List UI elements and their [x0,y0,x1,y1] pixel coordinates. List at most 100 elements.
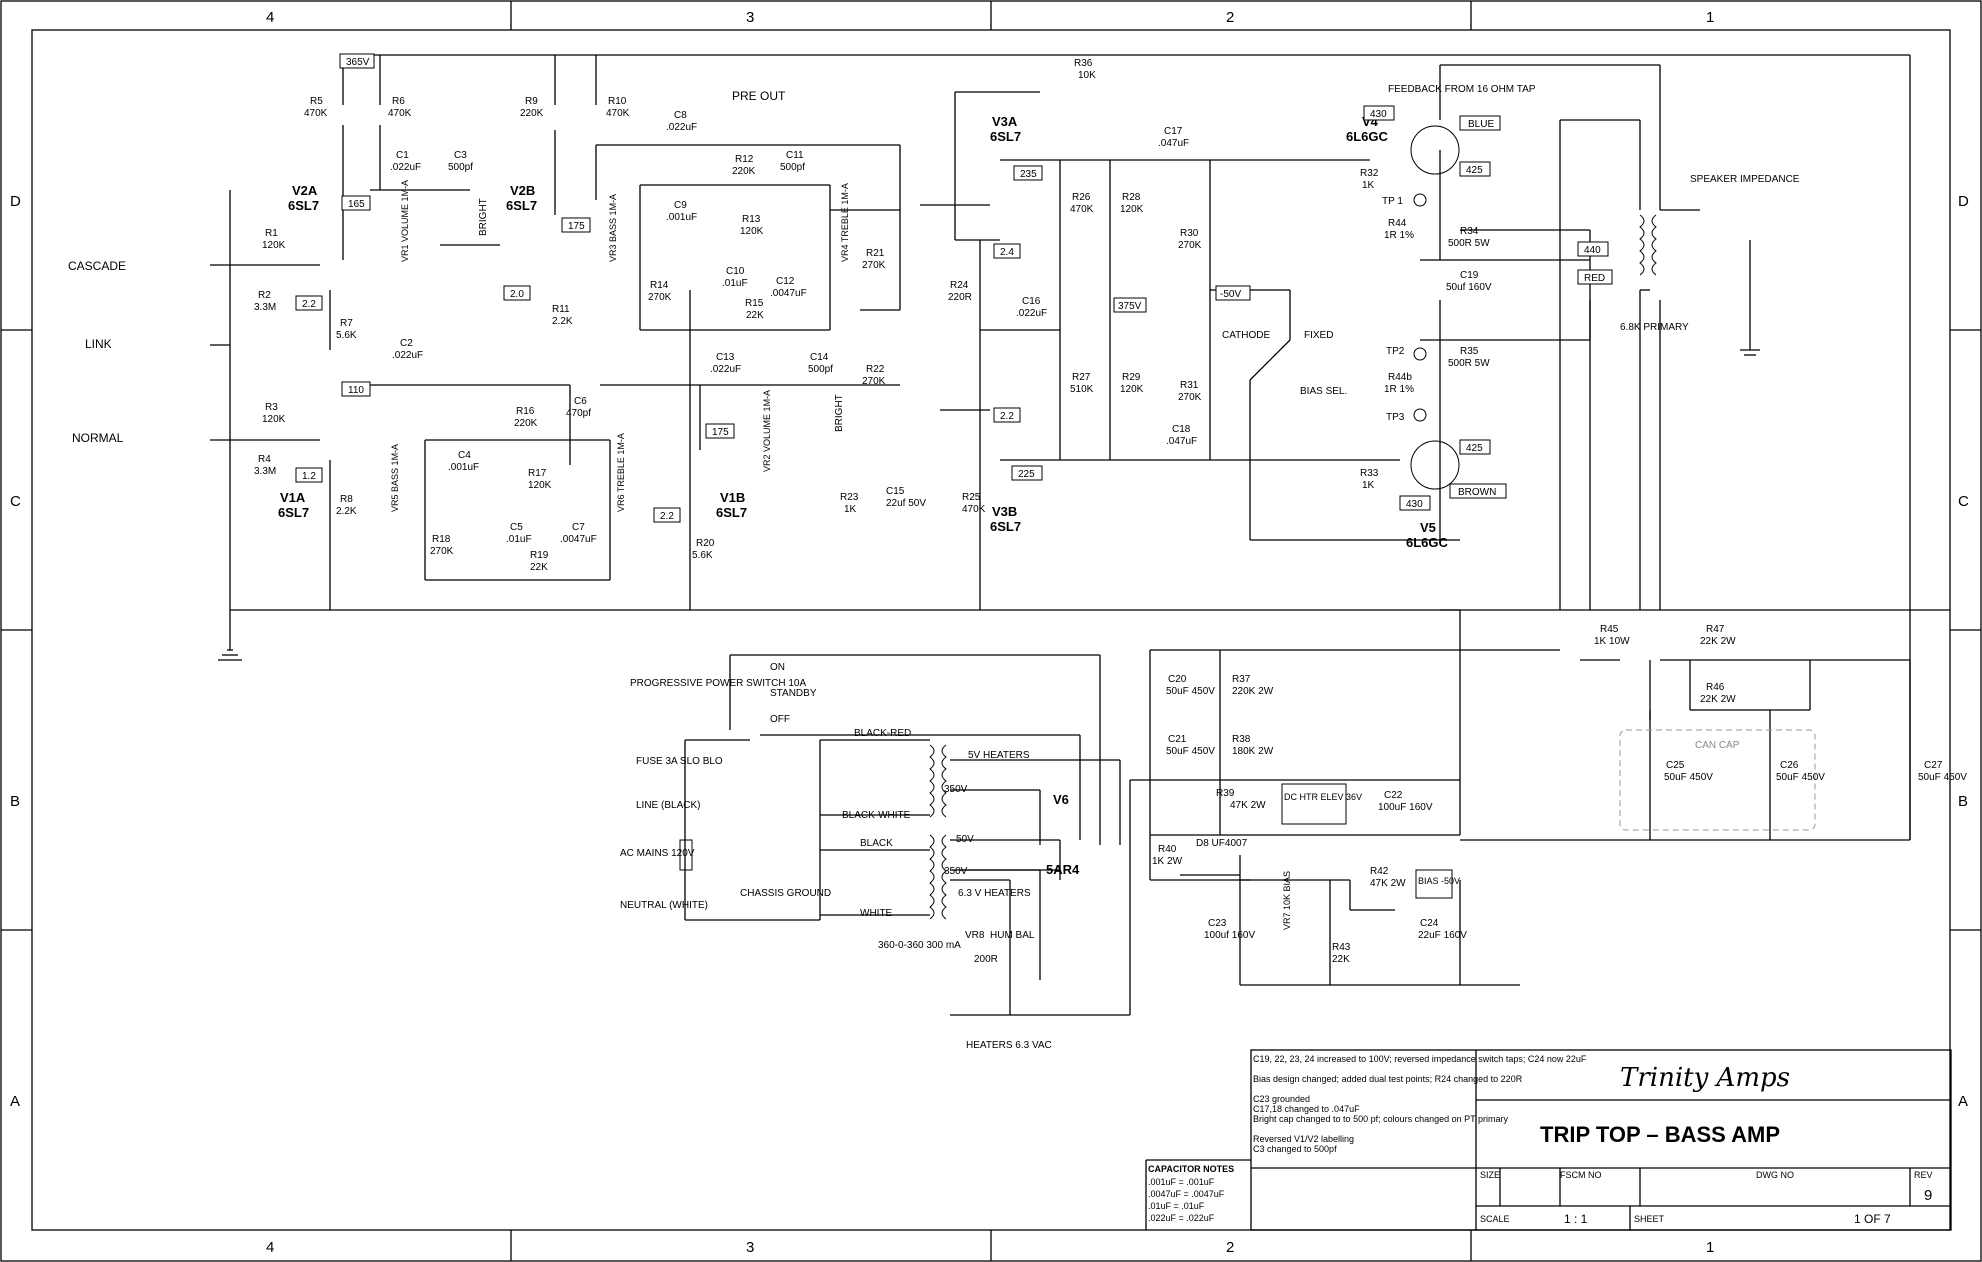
tube-v6-id: V6 [1053,792,1069,807]
revision-note: C3 changed to 500pf [1253,1144,1337,1154]
voltage-box [1013,165,1043,181]
can-cap-box [1619,729,1816,831]
res-value: 220K [732,166,756,177]
voltage-value: 365V [346,57,370,68]
pt-primary-upper [929,744,935,818]
tube-v3b-id: V3B [992,504,1017,519]
voltage-value: 2.2 [302,299,316,310]
res-ref: R9 [525,96,538,107]
input-link-label: LINK [85,337,112,351]
tp1-label: TP 1 [1382,196,1403,207]
res-value: 22K [530,562,548,573]
row-label-left-c: C [10,493,21,510]
res-ref: R27 [1072,372,1091,383]
voltage-value: 2.4 [1000,247,1014,258]
wiring [210,54,1950,1016]
component-graphics [679,125,1657,920]
res-value: 270K [648,292,672,303]
pot-vr5-label: VR5 BASS 1M-A [390,444,400,512]
voltage-box [1011,465,1043,481]
voltage-box [1399,495,1431,511]
switch-standby-label: STANDBY [770,688,817,699]
cap-value: .022uF [390,162,421,173]
bias-sel-label: BIAS SEL. [1300,386,1347,397]
res-ref: R47 [1706,624,1725,635]
bright-label-1: BRIGHT [478,198,489,236]
dwg-label: DWG NO [1756,1170,1794,1180]
pot-vr3-label: VR3 BASS 1M-A [608,194,618,262]
cap-value: .022uF [710,364,741,375]
voltage-box [561,217,591,233]
voltage-value: 425 [1466,165,1483,176]
tube-v2b-type: 6SL7 [506,198,537,213]
can-cap-label: CAN CAP [1695,740,1740,751]
pt-primary-lower [929,834,935,920]
feedback-label: FEEDBACK FROM 16 OHM TAP [1388,84,1536,95]
tube-v3a-type: 6SL7 [990,129,1021,144]
res-value: 22K [746,310,764,321]
res-ref: R1 [265,228,278,239]
tube-v1a-type: 6SL7 [278,505,309,520]
voltage-value: 1.2 [302,471,316,482]
res-ref: R44b [1388,372,1412,383]
res-ref: R13 [742,214,761,225]
res-value: 270K [430,546,454,557]
voltage-box [653,507,681,523]
heaters-out-label: HEATERS 6.3 VAC [966,1040,1052,1051]
res-ref: R7 [340,318,353,329]
res-ref: R17 [528,468,547,479]
tube-v2a-id: V2A [292,183,318,198]
cap-value: .001uF [448,462,479,473]
bright-label-2: BRIGHT [834,394,845,432]
pot-vr4-label: VR4 TREBLE 1M-A [840,183,850,262]
res-ref: R42 [1370,866,1389,877]
cap-ref: C24 [1420,918,1439,929]
v5-envelope [1410,440,1460,490]
res-ref: R21 [866,248,885,259]
res-ref: R36 [1074,58,1093,69]
tp1-point [1413,193,1427,207]
res-value: 47K 2W [1370,878,1406,889]
pt-350v-a: 350V [944,784,968,795]
res-value: 3.3M [254,466,276,477]
cap-value: .0047uF [770,288,807,299]
bias-box [1415,869,1453,899]
pt-black: BLACK [860,838,893,849]
pot-vr2-label: VR2 VOLUME 1M-A [762,390,772,472]
cap-ref: C23 [1208,918,1227,929]
res-ref: R4 [258,454,271,465]
pt-rating: 360-0-360 300 mA [878,940,961,951]
res-value: 10K [1078,70,1096,81]
res-value: 1K [1362,180,1375,191]
res-value: 220K 2W [1232,686,1274,697]
voltage-box [1459,161,1491,177]
tp2-label: TP2 [1386,346,1405,357]
col-label-top-1: 1 [1706,9,1714,26]
capacitor-note-line: .01uF = .01uF [1148,1201,1205,1211]
pot-vr8-value: 200R [974,954,998,965]
res-value: 510K [1070,384,1094,395]
scale-label: SCALE [1480,1214,1510,1224]
cap-value: 50uF 450V [1918,772,1967,783]
cap-ref: C3 [454,150,467,161]
res-ref: R45 [1600,624,1619,635]
revision-note: C17,18 changed to .047uF [1253,1104,1360,1114]
cap-ref: C5 [510,522,523,533]
cap-ref: C26 [1780,760,1799,771]
cap-value: 22uf 50V [886,498,926,509]
cap-ref: C1 [396,150,409,161]
cap-value: 100uf 160V [1204,930,1255,941]
cap-ref: C18 [1172,424,1191,435]
cap-ref: C21 [1168,734,1187,745]
res-ref: R38 [1232,734,1251,745]
switch-off-label: OFF [770,714,790,725]
fscm-label: FSCM NO [1560,1170,1602,1180]
tp3-label: TP3 [1386,412,1405,423]
cap-ref: C6 [574,396,587,407]
voltage-value: 375V [1118,301,1142,312]
res-ref: R24 [950,280,969,291]
cap-value: 500pf [448,162,473,173]
res-value: 120K [262,240,286,251]
voltage-value: 235 [1020,169,1037,180]
